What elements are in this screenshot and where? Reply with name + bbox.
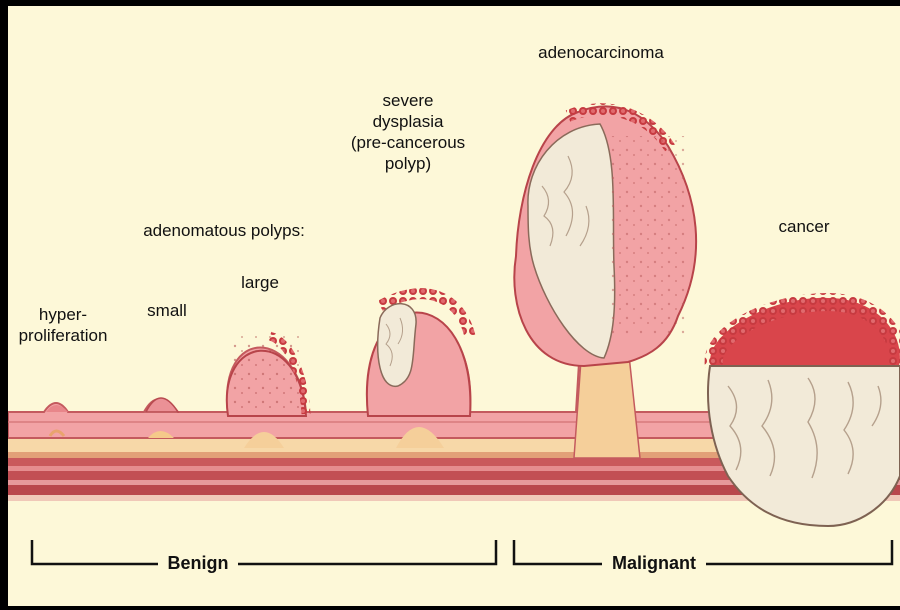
label-malignant: Malignant — [604, 553, 704, 574]
diagram-canvas: hyper- proliferation small adenomatous p… — [8, 6, 900, 606]
category-brackets — [8, 6, 900, 606]
label-benign: Benign — [160, 553, 236, 574]
